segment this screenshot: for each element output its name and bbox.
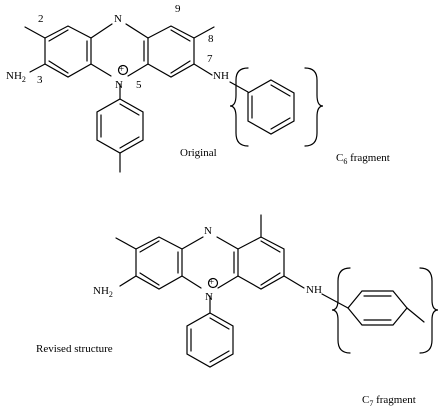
revised-nh2-label: NH2 (93, 285, 113, 300)
original-charge-label: + (119, 64, 125, 74)
original-nh-phenyl-bond (229, 81, 249, 93)
original-left-ring (44, 25, 92, 78)
original-fragment-bracket-left (229, 67, 249, 147)
revised-charge-circle (207, 277, 219, 289)
original-tolyl-ring (96, 98, 144, 173)
revised-caption: Revised structure (36, 343, 113, 355)
revised-fragment-bracket-right (419, 267, 439, 354)
original-right-ring (147, 25, 195, 78)
original-n-top-label: N (114, 13, 122, 25)
revised-nh-label: NH (306, 284, 322, 296)
original-fragment-caption: C6 fragment (336, 152, 390, 167)
original-locant-8: 8 (208, 33, 214, 45)
revised-nh2-bond (119, 275, 137, 287)
revised-n-mid-label: N (205, 291, 213, 303)
revised-structure (115, 214, 439, 368)
revised-methyl-left (115, 237, 137, 250)
original-methyl-2 (24, 26, 46, 39)
original-locant-3: 3 (37, 74, 43, 86)
original-nh2-bond (29, 63, 46, 73)
original-structure (24, 23, 324, 173)
revised-n-phenyl-ring (186, 312, 234, 368)
revised-fragment-caption: C7 fragment (362, 394, 416, 409)
revised-n-top-label: N (204, 225, 212, 237)
original-nh-label: NH (213, 70, 229, 82)
revised-nh-aryl-bond (321, 293, 349, 309)
revised-charge-label: + (209, 277, 215, 287)
original-locant-2: 2 (38, 13, 44, 25)
revised-nh-bond (283, 275, 305, 289)
revised-center-ring (181, 236, 239, 289)
revised-right-ring (237, 236, 285, 290)
original-methyl-8 (193, 26, 215, 39)
original-locant-9: 9 (175, 3, 181, 15)
revised-fragment-bracket-left (331, 267, 351, 354)
original-locant-5: 5 (136, 79, 142, 91)
original-caption: Original (180, 147, 217, 159)
original-nh2-label: NH2 (6, 70, 26, 85)
original-locant-7: 7 (207, 53, 213, 65)
original-n5-label: N (115, 79, 123, 91)
original-nh-bond (193, 63, 213, 76)
original-center-ring (90, 23, 149, 77)
original-charge-circle (117, 64, 129, 76)
revised-left-ring (135, 236, 183, 290)
original-fragment-phenyl (247, 79, 295, 135)
original-fragment-bracket-right (304, 67, 324, 147)
revised-fragment-tolyl (347, 290, 425, 326)
